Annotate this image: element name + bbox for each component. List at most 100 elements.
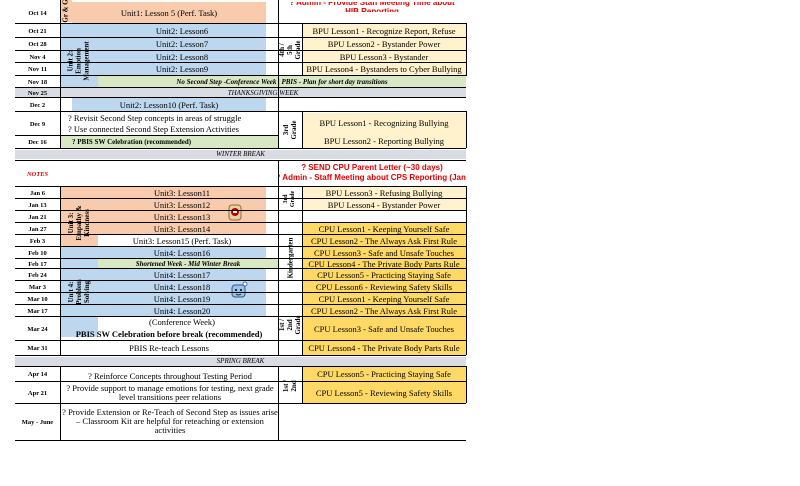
row-rule — [15, 198, 466, 199]
column-rule — [466, 186, 467, 355]
lesson-u2-l6: Unit2: Lesson6 — [98, 24, 266, 38]
date-nov25: Nov 25 — [15, 88, 60, 98]
column-rule — [60, 186, 61, 355]
row-rule — [15, 280, 466, 281]
cpu-p2: CPU Lesson2 - The Always Ask First Rule — [302, 305, 466, 317]
date-jan13: Jan 13 — [28, 201, 47, 209]
lesson-u4-l20: Unit4: Lesson20 — [98, 305, 266, 317]
bpu-r1: BPU Lesson1 - Recognize Report, Refuse — [302, 24, 466, 38]
provide-support: ? Provide support to manage emotions for… — [66, 383, 274, 402]
date-mar24: Mar 24 — [27, 325, 48, 333]
lesson-u3-l12: Unit3: Lesson12 — [98, 199, 266, 211]
lesson-u2-l10: Unit2: Lesson10 (Perf. Task) — [72, 98, 266, 112]
bpu-r2: BPU Lesson2 - Bystander Power — [302, 38, 466, 51]
column-rule — [302, 366, 303, 403]
conference-week: (Conference Week) — [149, 317, 215, 327]
row-rule — [15, 87, 466, 88]
row-rule — [15, 258, 466, 259]
column-rule — [302, 186, 303, 355]
unit2-label: Unit 2: Emotion Management — [60, 24, 98, 98]
date-apr21: Apr 21 — [27, 389, 48, 397]
date-oct14: Oct 14 — [28, 9, 47, 17]
date-oct21: Oct 21 — [28, 27, 47, 35]
pbis-reteach: PBIS Re-teach Lessons — [129, 343, 209, 353]
row-rule — [15, 23, 466, 24]
date-mar10: Mar 10 — [27, 295, 48, 303]
bpu-r3: BPU Lesson3 - Bystander — [302, 51, 466, 63]
date-notes: NOTES — [26, 170, 49, 178]
cpu-k3: CPU Lesson3 - Safe and Unsafe Touches — [302, 247, 466, 259]
column-rule — [278, 0, 279, 148]
column-rule — [60, 366, 61, 440]
cpu-p1: CPU Lesson1 - Keeping Yourself Safe — [302, 293, 466, 305]
bpu-r8: BPU Lesson4 - Bystander Power — [302, 199, 466, 211]
cpu-p3: CPU Lesson3 - Safe and Unsafe Touches — [302, 317, 466, 341]
row-rule — [15, 148, 466, 149]
column-rule — [302, 23, 303, 76]
date-mar3: Mar 3 — [28, 283, 47, 291]
column-rule — [466, 23, 467, 76]
cpu-k2: CPU Lesson2 - The Always Ask First Rule — [302, 235, 466, 247]
row-rule — [15, 222, 466, 223]
date-apr14: Apr 14 — [27, 371, 48, 378]
column-rule — [466, 111, 467, 148]
winter-break: WINTER BREAK — [15, 150, 466, 159]
row-rule — [15, 366, 466, 367]
column-rule — [60, 0, 61, 148]
provide-extension: ? Provide Extension or Re-Teach of Secon… — [62, 406, 278, 435]
lesson-u4-l16: Unit4: Lesson16 — [98, 247, 266, 259]
lesson-u1-l5: Unit1: Lesson 5 (Perf. Task) — [72, 2, 266, 24]
lesson-u2-l9: Unit2: Lesson9 — [98, 63, 266, 76]
date-feb10: Feb 10 — [28, 249, 47, 257]
cpu-k4: CPU Lesson4 - The Private Body Parts Rul… — [302, 259, 466, 269]
column-rule — [302, 111, 303, 148]
date-nov4: Nov 4 — [29, 53, 46, 61]
lesson-u2-l7: Unit2: Lesson7 — [98, 38, 266, 51]
row-rule — [15, 97, 466, 98]
lesson-u2-l8: Unit2: Lesson8 — [98, 51, 266, 63]
date-may-june: May - June — [21, 418, 54, 426]
row-rule — [15, 355, 466, 356]
date-mar17: Mar 17 — [27, 307, 48, 315]
bpu-r5: BPU Lesson1 - Recognizing Bullying — [302, 113, 466, 134]
grade-1-2-april: 1st / 2nd — [282, 379, 298, 392]
date-feb24: Feb 24 — [28, 271, 47, 279]
pbis-sw-celebration: ? PBIS SW Celebration (recommended) — [60, 136, 278, 148]
alert-cps-staff-meeting: ? Admin - Staff Meeting about CPS Report… — [278, 173, 466, 182]
revisit-concepts: ? Revisit Second Step concepts in areas … — [68, 113, 242, 123]
shortened-week: Shortened Week - Mid Winter Break — [98, 259, 278, 269]
row-rule — [15, 135, 278, 136]
date-dec16: Dec 16 — [28, 138, 47, 146]
spring-break: SPRING BREAK — [15, 357, 466, 366]
use-connected-activities: ? Use connected Second Step Extension Ac… — [68, 124, 239, 134]
lesson-u3-l15: Unit3: Lesson15 (Perf. Task) — [132, 235, 232, 246]
grade-3-dec: 3rd Grade — [282, 120, 298, 140]
date-nov11: Nov 11 — [28, 66, 47, 73]
stop-sign-character-icon — [226, 203, 244, 221]
row-rule — [15, 292, 466, 293]
cpu-k5: CPU Lesson5 - Practicing Staying Safe — [302, 269, 466, 281]
row-rule — [15, 246, 466, 247]
reinforce-concepts: ? Reinforce Concepts throughout Testing … — [88, 370, 252, 381]
bpu-r7: BPU Lesson3 - Refusing Bullying — [302, 187, 466, 199]
row-rule — [15, 50, 466, 51]
row-rule — [15, 186, 466, 187]
pbis-before-break: PBIS SW Celebration before break (recomm… — [75, 328, 263, 339]
date-jan21: Jan 21 — [28, 213, 47, 221]
grade-3-jan: 3rd Grade — [283, 190, 296, 208]
date-feb17: Feb 17 — [28, 260, 47, 268]
date-jan6: Jan 6 — [30, 189, 45, 197]
row-rule — [15, 440, 466, 441]
date-oct28: Oct 28 — [28, 41, 47, 48]
row-rule — [15, 340, 466, 341]
date-dec9: Dec 9 — [29, 120, 46, 128]
row-rule — [15, 111, 466, 112]
date-feb3: Feb 3 — [29, 237, 46, 245]
lesson-u4-l17: Unit4: Lesson17 — [98, 269, 266, 281]
alert-hib-line1: ? Admin - Provide Staff Meeting Time abo… — [289, 2, 455, 12]
date-nov18: Nov 18 — [27, 78, 48, 86]
thinking-character-icon — [230, 281, 248, 299]
row-rule — [15, 403, 466, 404]
cpu-p6: CPU Lesson5 - Reviewing Safety Skills — [302, 382, 466, 404]
date-dec2: Dec 2 — [29, 101, 46, 109]
